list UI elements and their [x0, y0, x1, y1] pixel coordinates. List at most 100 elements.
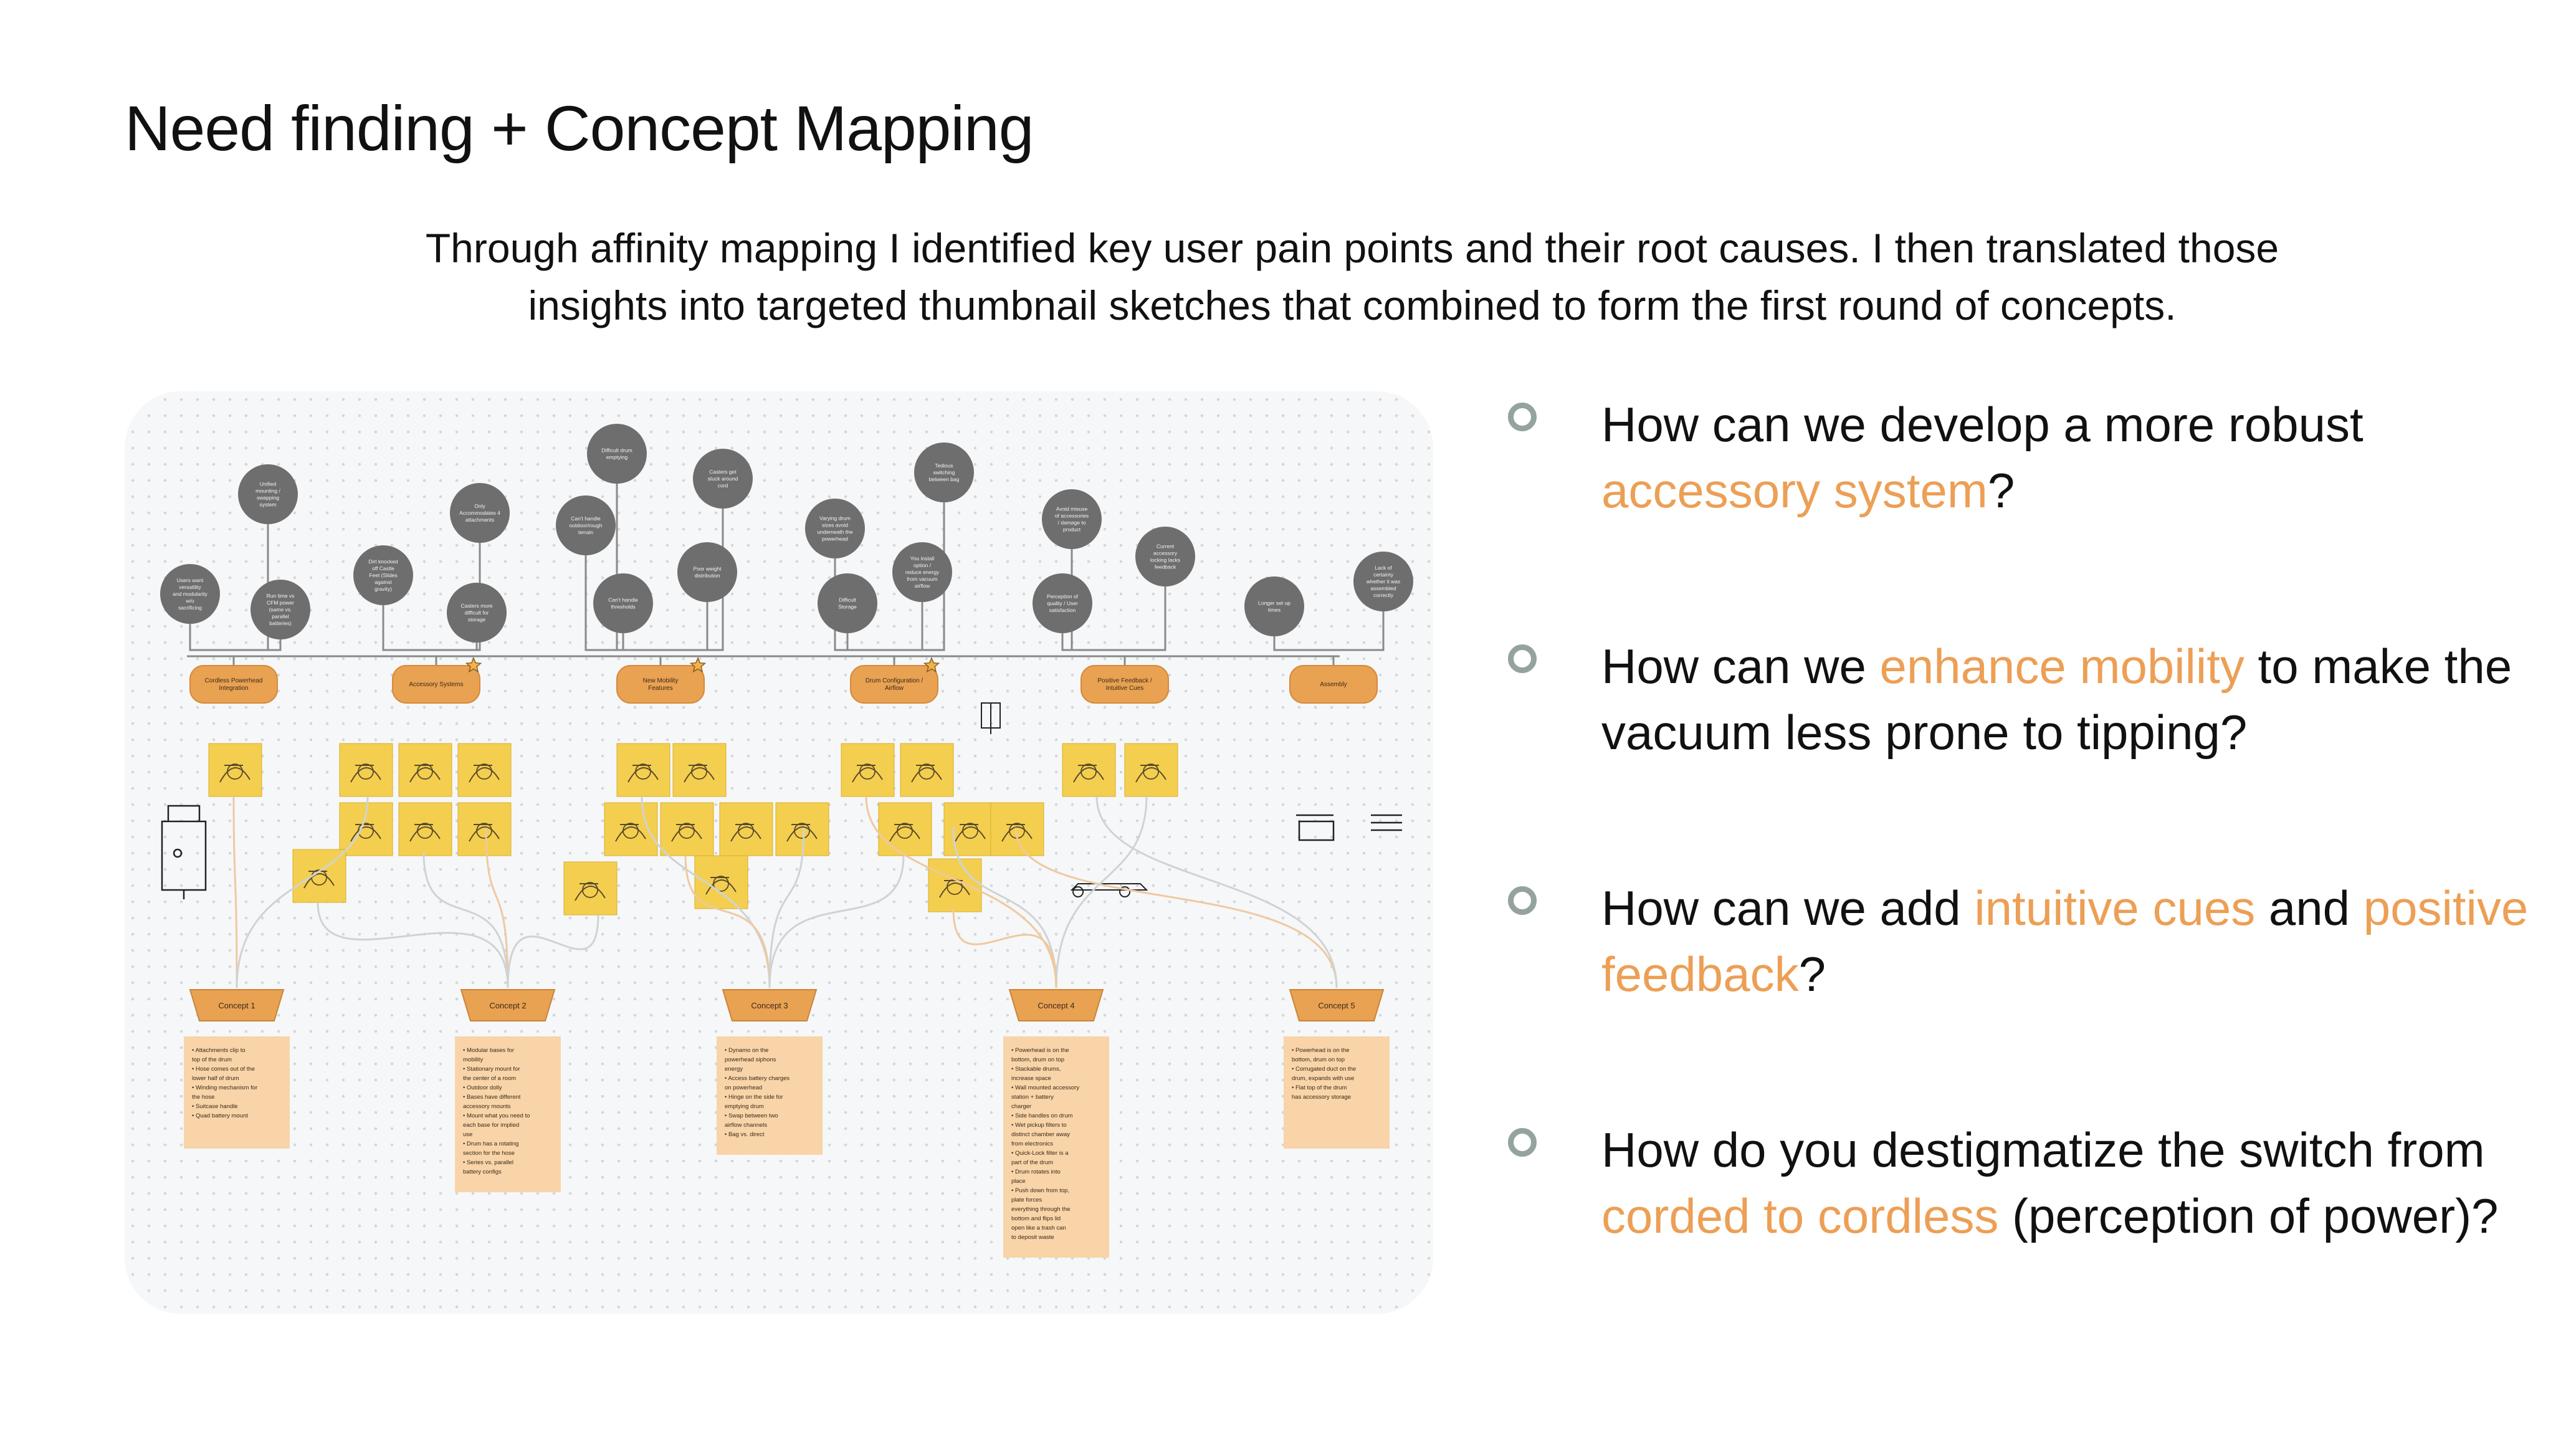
concept-shape: [189, 989, 285, 1021]
flow-curve: [952, 827, 1057, 988]
concept-note-line: mobility: [463, 1056, 483, 1063]
concept-note-line: to deposit waste: [1011, 1234, 1054, 1241]
category-pill: [850, 665, 938, 704]
flow-curve: [485, 827, 509, 988]
bubble-label: accessory: [1153, 550, 1178, 557]
concept-note-line: battery configs: [463, 1169, 502, 1175]
question-text-part: and: [2255, 881, 2364, 935]
concept-shape: [1289, 989, 1385, 1021]
concept-node: Concept 5: [1289, 989, 1385, 1021]
bubble-label: option /: [914, 562, 932, 568]
bubble-label: outdoor/rough: [570, 522, 603, 528]
sticky-paper: [719, 802, 773, 856]
bubble-shape: [447, 583, 507, 643]
bubble-label: assembled: [1370, 585, 1396, 591]
category-label: New Mobility: [643, 677, 679, 684]
flow-curve: [507, 914, 599, 988]
sketch-sticky-note: [339, 743, 393, 797]
sketch-sticky-note: [398, 802, 452, 856]
bubble-label: difficult for: [465, 610, 489, 616]
bubble-label: Accommodates 4: [459, 510, 500, 516]
bubble-shape: [892, 542, 952, 602]
bubble-label: quality / User: [1047, 600, 1078, 606]
flow-curve: [422, 852, 509, 988]
concept-note-line: the center of a room: [463, 1075, 516, 1082]
bubble-label: Only: [474, 503, 485, 509]
concept-note-card: • Modular bases for mobility• Stationary…: [455, 1036, 561, 1192]
concept-shape: [722, 989, 818, 1021]
bubble-shape: [353, 545, 413, 605]
flow-curve: [768, 855, 905, 988]
category-label: Integration: [219, 685, 248, 692]
concept-note-line: bottom and flips lid: [1011, 1215, 1061, 1222]
connector-line: [846, 633, 894, 651]
concept-note-line: • Wet pickup filters to: [1011, 1122, 1067, 1129]
bubble-label: CFM power: [267, 600, 294, 606]
concept-note-line: • Powerhead is on the: [1292, 1047, 1350, 1054]
connector-line: [1333, 611, 1385, 651]
question-text-part: How can we: [1601, 639, 1880, 694]
sketch-stroke: [859, 763, 875, 780]
bubble-label: sacrificing: [178, 605, 202, 611]
connector-line: [661, 602, 708, 651]
bubble-shape: [914, 442, 974, 502]
sketch-stroke: [962, 823, 978, 839]
bubble-label: of accessories: [1055, 513, 1089, 519]
concept-note-line: drum, expands with use: [1292, 1075, 1354, 1082]
concept-shape: [1008, 989, 1104, 1021]
concept-note-card: • Powerhead is on the bottom, drum on to…: [1284, 1036, 1390, 1149]
sketch-sticky-note: [841, 743, 895, 797]
concept-note-line: open like a trash can: [1011, 1225, 1066, 1231]
question-text-part: to make the vacuum less prone to tipping…: [1601, 639, 2512, 760]
concept-note-line: powerhead siphons: [725, 1056, 776, 1063]
sketch-sticky-note: [563, 861, 618, 916]
concept-note-line: station + battery: [1011, 1094, 1054, 1101]
sketch-stroke: [358, 823, 374, 839]
bubble-label: Current: [1157, 543, 1175, 550]
concept-note-line: part of the drum: [1011, 1159, 1053, 1166]
bubble-label: Casters get: [709, 469, 737, 475]
circle-bullet-icon: [1508, 886, 1537, 915]
concept-note-line: • Winding mechanism for: [192, 1084, 257, 1091]
sketch-stroke: [476, 763, 492, 780]
concept-label: Concept 5: [1318, 1001, 1355, 1010]
bubble-label: correctly: [1373, 592, 1394, 598]
sketch-sticky-note: [1062, 743, 1116, 797]
bubble-label: Casters more: [460, 603, 492, 609]
concept-note-line: • Flat top of the drum: [1292, 1084, 1347, 1091]
concept-note-line: • Series vs. parallel: [463, 1159, 513, 1166]
circle-bullet-icon: [1508, 1128, 1537, 1157]
highlighted-phrase: intuitive cues: [1974, 881, 2256, 935]
vacuum-sketch: [981, 702, 1001, 734]
connector-line: [234, 639, 282, 651]
concept-note-line: • Quad battery mount: [192, 1112, 248, 1119]
bubble-label: cord: [718, 482, 728, 489]
connector-line: [436, 643, 478, 651]
bubble-label: Run time vs: [267, 593, 295, 599]
category-label: Cordless Powerhead: [205, 677, 263, 684]
sketch-sticky-note: [208, 743, 262, 797]
concept-note-line: • Bases have different: [463, 1094, 521, 1101]
bubble-label: airflow: [915, 583, 930, 589]
sticky-paper: [841, 743, 895, 797]
sticky-paper: [900, 743, 954, 797]
bubble-label: Feet (Slides: [369, 572, 397, 578]
sticky-paper: [694, 855, 748, 909]
circle-bullet-icon: [1508, 644, 1537, 673]
bubble-shape: [250, 580, 310, 639]
bubble-shape: [1033, 573, 1092, 633]
bubble-label: Users want: [177, 577, 204, 583]
concept-note-card: • Attachments clip to top of the drum• H…: [184, 1036, 290, 1149]
bubble-shape: [450, 483, 510, 543]
sticky-paper: [398, 743, 452, 797]
sticky-paper: [928, 858, 982, 912]
sketch-sticky-note: [660, 802, 714, 856]
bubble-label: w/o: [185, 598, 194, 604]
